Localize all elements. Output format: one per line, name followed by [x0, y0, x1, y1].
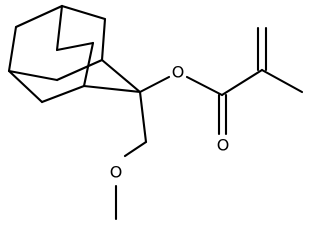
bond-cage-1	[60, 4, 107, 21]
bond-cage-3	[55, 4, 64, 52]
bond-cage-13	[82, 84, 142, 94]
bond-methylene-to-ether-oxygen	[123, 140, 148, 158]
bond-alpha-carbon-to-methyl	[260, 68, 304, 94]
carbonyl-oxygen-label: O	[217, 136, 230, 155]
molecule-drawing: O O O	[7, 4, 304, 221]
bond-quaternary-to-ester-oxygen	[138, 75, 171, 94]
adamantane-cage	[7, 4, 142, 104]
bond-cage-9	[7, 69, 44, 104]
bond-cage-5	[7, 25, 18, 73]
bond-cage-6	[55, 41, 95, 52]
structure-canvas: O O O	[7, 4, 304, 221]
bond-cage-11	[55, 58, 104, 82]
bond-ester-oxygen-to-carbonyl	[185, 75, 224, 97]
bond-cage-10	[7, 69, 59, 82]
bond-cage-7	[82, 41, 95, 88]
bond-carbonyl-to-alpha-carbon	[220, 68, 264, 97]
ether-oxygen-label: O	[110, 163, 123, 182]
ester-oxygen-label: O	[172, 63, 185, 82]
bond-cage-2	[14, 4, 64, 29]
bond-quaternary-to-methylene	[138, 90, 148, 144]
bond-cage-12	[100, 58, 142, 94]
bond-cage-8	[40, 84, 86, 104]
bond-cage-4	[100, 17, 107, 62]
